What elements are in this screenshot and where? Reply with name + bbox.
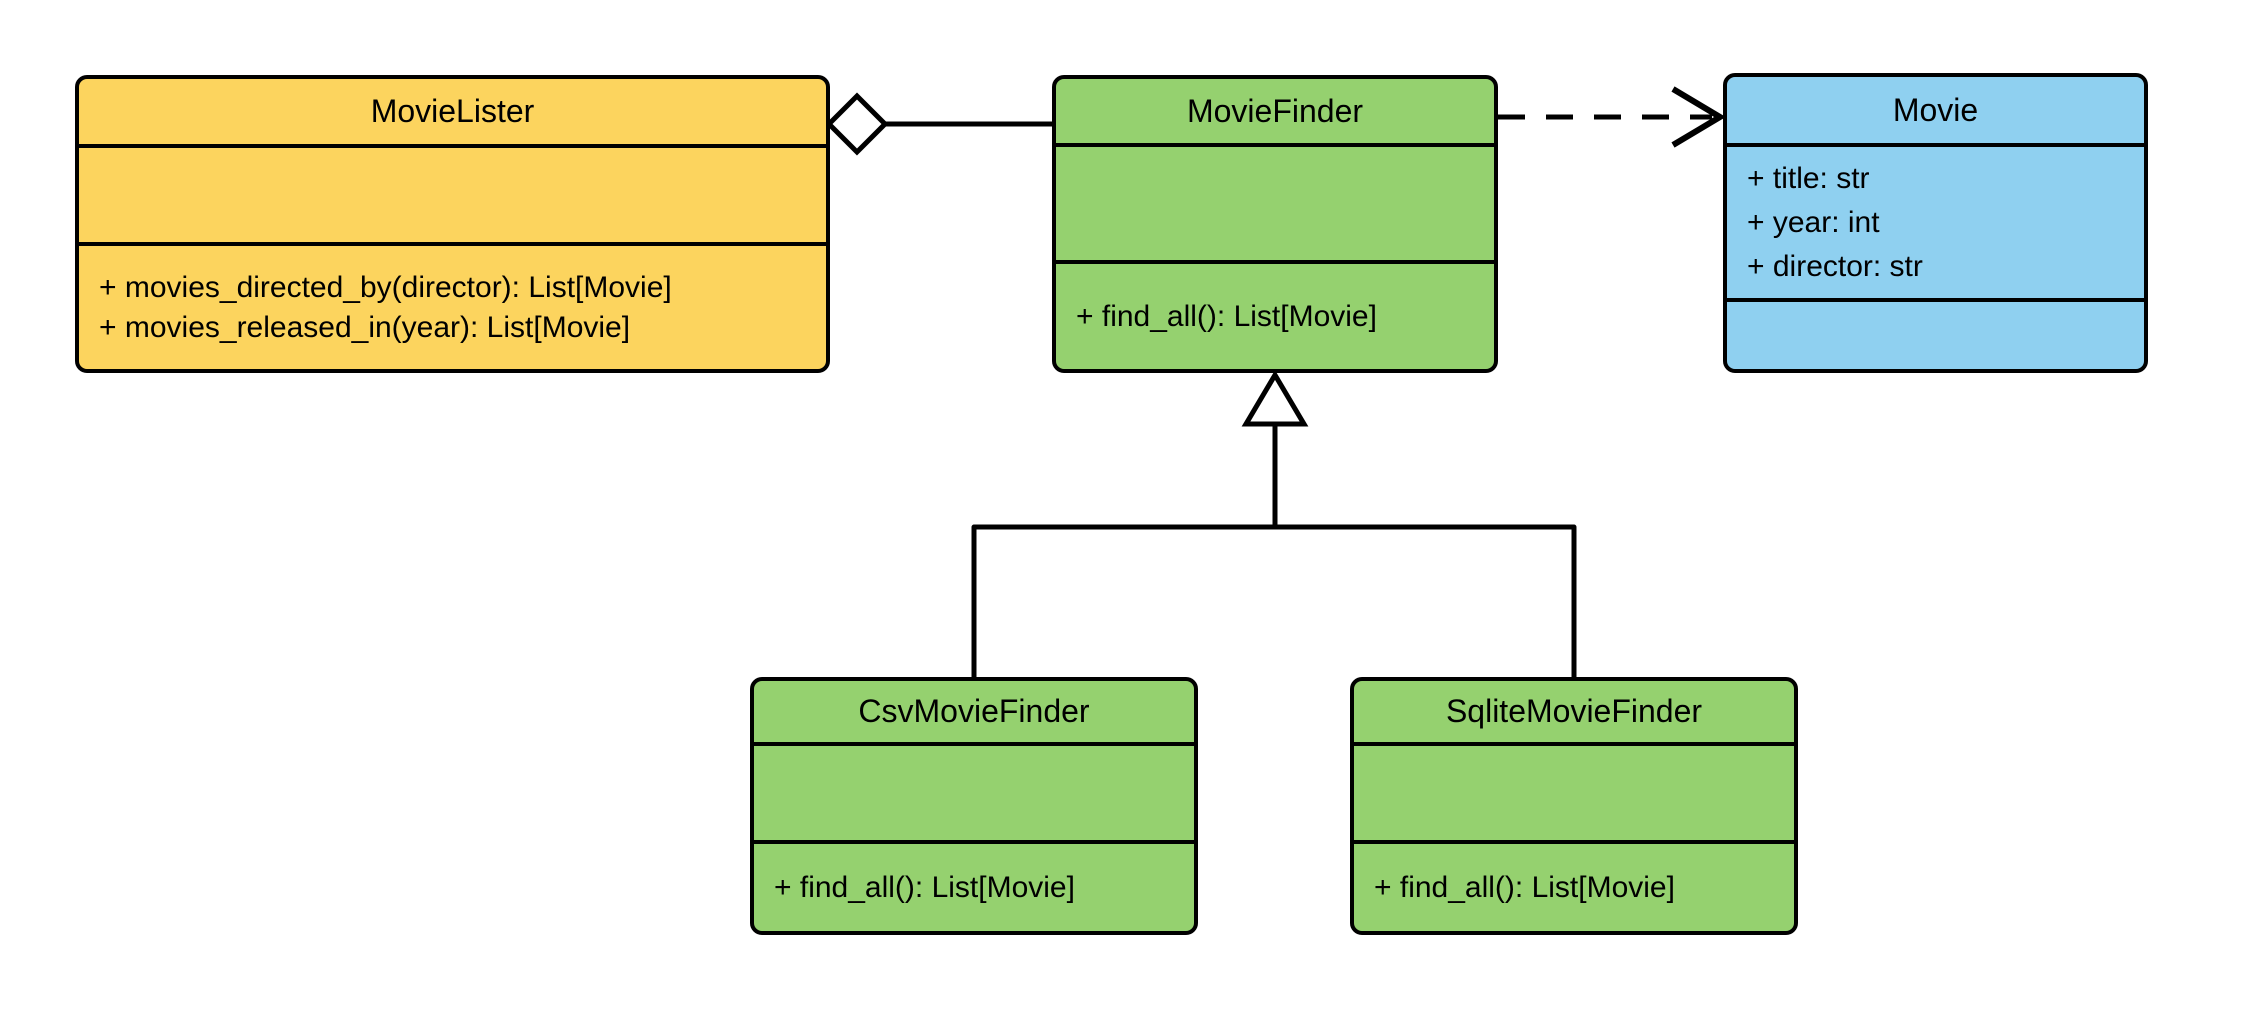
method-find-all-moviefinder: + find_all(): List[Movie] [1076,299,1377,333]
attributes-compartment-movie: + title: str + year: int + director: str [1727,143,2144,298]
method-find-all-sqlitemoviefinder: + find_all(): List[Movie] [1374,870,1675,904]
methods-compartment-movie [1727,298,2144,369]
method-movies-released-in: + movies_released_in(year): List[Movie] [99,310,631,344]
method-find-all-csvmoviefinder: + find_all(): List[Movie] [774,870,1075,904]
methods-compartment-moviefinder: + find_all(): List[Movie] [1056,260,1494,369]
attributes-compartment-csvmoviefinder [754,742,1194,840]
attributes-compartment-moviefinder [1056,143,1494,260]
class-box-csvmoviefinder: CsvMovieFinder + find_all(): List[Movie] [750,677,1198,935]
class-box-moviefinder: MovieFinder + find_all(): List[Movie] [1052,75,1498,373]
generalization-connector-subclasses-moviefinder [971,370,1577,681]
methods-compartment-movielister: + movies_directed_by(director): List[Mov… [79,242,826,369]
class-title-movie: Movie [1892,91,1979,128]
class-box-movielister: MovieLister + movies_directed_by(directo… [75,75,830,373]
methods-compartment-sqlitemoviefinder: + find_all(): List[Movie] [1354,840,1794,931]
class-box-movie: Movie + title: str + year: int + directo… [1723,73,2148,373]
method-movies-directed-by: + movies_directed_by(director): List[Mov… [99,270,672,304]
methods-compartment-csvmoviefinder: + find_all(): List[Movie] [754,840,1194,931]
attributes-compartment-movielister [79,144,826,242]
class-title-movielister: MovieLister [370,93,535,129]
attribute-year: + year: int [1747,205,1880,239]
class-box-sqlitemoviefinder: SqliteMovieFinder + find_all(): List[Mov… [1350,677,1798,935]
aggregation-diamond-icon [825,92,889,156]
generalization-branch-lines [971,524,1577,681]
class-title-moviefinder: MovieFinder [1186,92,1364,129]
attributes-compartment-sqlitemoviefinder [1354,742,1794,840]
generalization-hollow-triangle-icon [1241,370,1309,427]
dependency-connector-moviefinder-movie [1498,86,1726,148]
class-title-csvmoviefinder: CsvMovieFinder [858,693,1090,729]
dependency-open-arrowhead-icon [1671,86,1726,148]
attribute-director: + director: str [1747,249,1923,283]
attribute-title: + title: str [1747,161,1870,195]
aggregation-connector-movielister-moviefinder [825,92,1054,156]
class-title-sqlitemoviefinder: SqliteMovieFinder [1445,693,1703,729]
